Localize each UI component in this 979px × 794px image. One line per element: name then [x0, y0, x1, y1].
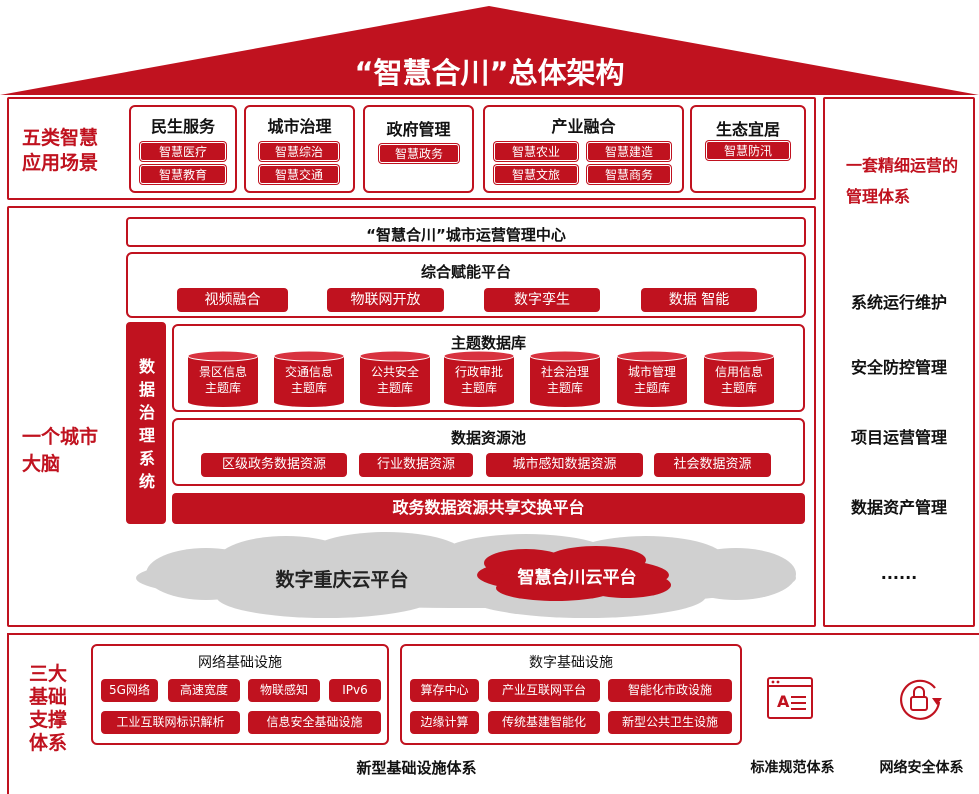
resource-item[interactable]: 行业数据资源: [359, 453, 473, 477]
governance-system[interactable]: [126, 322, 166, 524]
enable-item[interactable]: 视频融合: [177, 288, 288, 312]
scene-group-government: 政府管理 智慧政务: [363, 105, 474, 193]
theme-db-label: 公共安全: [371, 364, 419, 379]
scene-group-title: 城市治理: [267, 117, 332, 136]
roof: [0, 6, 979, 95]
scene-group-industry: 产业融合 智慧农业 智慧建造 智慧文旅 智慧商务: [483, 105, 684, 193]
scene-item[interactable]: 智慧建造: [587, 142, 671, 161]
infra-footer: 新型基础设施体系: [356, 759, 477, 777]
network-item[interactable]: 5G网络: [101, 679, 158, 702]
enable-item[interactable]: 数据 智能: [641, 288, 757, 312]
enable-item[interactable]: 数字孪生: [484, 288, 600, 312]
infra-label: 三大基础支撑体系: [29, 663, 68, 754]
standards-label: 标准规范体系: [750, 760, 835, 776]
scene-item[interactable]: 智慧商务: [587, 165, 671, 184]
theme-db-sublabel: 主题库: [205, 380, 241, 395]
document-icon: A: [767, 677, 813, 719]
theme-db-label: 信用信息: [715, 364, 763, 379]
digital-item[interactable]: 传统基建智能化: [488, 711, 600, 734]
scene-item[interactable]: 智慧防汛: [706, 141, 790, 160]
theme-db-cylinders: 景区信息主题库交通信息主题库公共安全主题库行政审批主题库社会治理主题库城市管理主…: [187, 350, 775, 407]
management-panel: [823, 97, 975, 627]
resource-item[interactable]: 社会数据资源: [654, 453, 771, 477]
scene-item[interactable]: 智慧教育: [140, 165, 226, 184]
management-item: 安全防控管理: [850, 358, 947, 377]
theme-db-label: 社会治理: [541, 364, 589, 379]
lock-cycle-icon: [900, 679, 942, 720]
resource-item[interactable]: 区级政务数据资源: [201, 453, 347, 477]
security-label: 网络安全体系: [879, 760, 964, 776]
theme-db-sublabel: 主题库: [721, 380, 757, 395]
network-item[interactable]: 物联感知: [248, 679, 320, 702]
resource-item[interactable]: 城市感知数据资源: [486, 453, 643, 477]
scene-item[interactable]: 智慧文旅: [494, 165, 578, 184]
governance-label: 数据治理系统: [138, 357, 155, 491]
infra-band: [7, 633, 979, 794]
scene-group-livelihood: 民生服务 智慧医疗 智慧教育: [129, 105, 237, 193]
management-title: 一套精细运营的管理体系: [846, 156, 959, 206]
digital-infra-title: 数字基础设施: [529, 655, 613, 671]
theme-db-sublabel: 主题库: [291, 380, 327, 395]
scene-group-title: 民生服务: [150, 117, 215, 136]
svg-text:A: A: [777, 692, 790, 711]
enable-item[interactable]: 物联网开放: [327, 288, 444, 312]
scene-group-ecology: 生态宜居 智慧防汛: [690, 105, 806, 193]
theme-db-label: 景区信息: [199, 364, 247, 379]
scene-group-title: 产业融合: [551, 117, 616, 136]
scene-item[interactable]: 智慧政务: [379, 144, 459, 163]
exchange-platform[interactable]: 政务数据资源共享交换平台: [172, 493, 805, 524]
ops-center[interactable]: “智慧合川”城市运营管理中心: [126, 217, 806, 247]
scene-item[interactable]: 智慧医疗: [140, 142, 226, 161]
brain-label: 一个城市大脑: [22, 426, 99, 475]
resource-pool-title: 数据资源池: [450, 429, 526, 447]
scene-item[interactable]: 智慧农业: [494, 142, 578, 161]
enable-platform-title: 综合赋能平台: [420, 263, 511, 281]
theme-db-sublabel: 主题库: [461, 380, 497, 395]
cloud-main-label: 数字重庆云平台: [275, 569, 409, 591]
scenes-label: 五类智慧应用场景: [22, 127, 99, 174]
scene-group-title: 生态宜居: [715, 120, 780, 139]
network-item[interactable]: 信息安全基础设施: [248, 711, 381, 734]
scene-group-governance: 城市治理 智慧综治 智慧交通: [244, 105, 355, 193]
cloud-sub-label: 智慧合川云平台: [517, 568, 637, 588]
theme-db-sublabel: 主题库: [377, 380, 413, 395]
theme-db-title: 主题数据库: [450, 334, 526, 352]
theme-db-label: 行政审批: [455, 364, 503, 379]
management-item: ......: [880, 564, 918, 583]
network-infra-title: 网络基础设施: [198, 655, 282, 671]
theme-db-sublabel: 主题库: [547, 380, 583, 395]
theme-db-sublabel: 主题库: [634, 380, 670, 395]
scene-group-title: 政府管理: [386, 120, 451, 139]
management-item: 系统运行维护: [850, 293, 947, 312]
network-item[interactable]: IPv6: [329, 679, 381, 702]
scene-item[interactable]: 智慧交通: [259, 165, 339, 184]
ops-center-label: “智慧合川”城市运营管理中心: [366, 226, 566, 244]
digital-item[interactable]: 边缘计算: [410, 711, 479, 734]
digital-item[interactable]: 产业互联网平台: [488, 679, 600, 702]
theme-db-label: 城市管理: [628, 364, 676, 379]
digital-item[interactable]: 新型公共卫生设施: [608, 711, 732, 734]
cloud-platform: [136, 532, 796, 618]
management-item: 项目运营管理: [850, 428, 947, 447]
management-item: 数据资产管理: [850, 498, 947, 517]
page-title: “智慧合川”总体架构: [354, 56, 625, 90]
network-item[interactable]: 工业互联网标识解析: [101, 711, 240, 734]
scene-item[interactable]: 智慧综治: [259, 142, 339, 161]
theme-db-label: 交通信息: [285, 364, 333, 379]
network-item[interactable]: 高速宽度: [168, 679, 240, 702]
digital-item[interactable]: 算存中心: [410, 679, 479, 702]
digital-item[interactable]: 智能化市政设施: [608, 679, 732, 702]
